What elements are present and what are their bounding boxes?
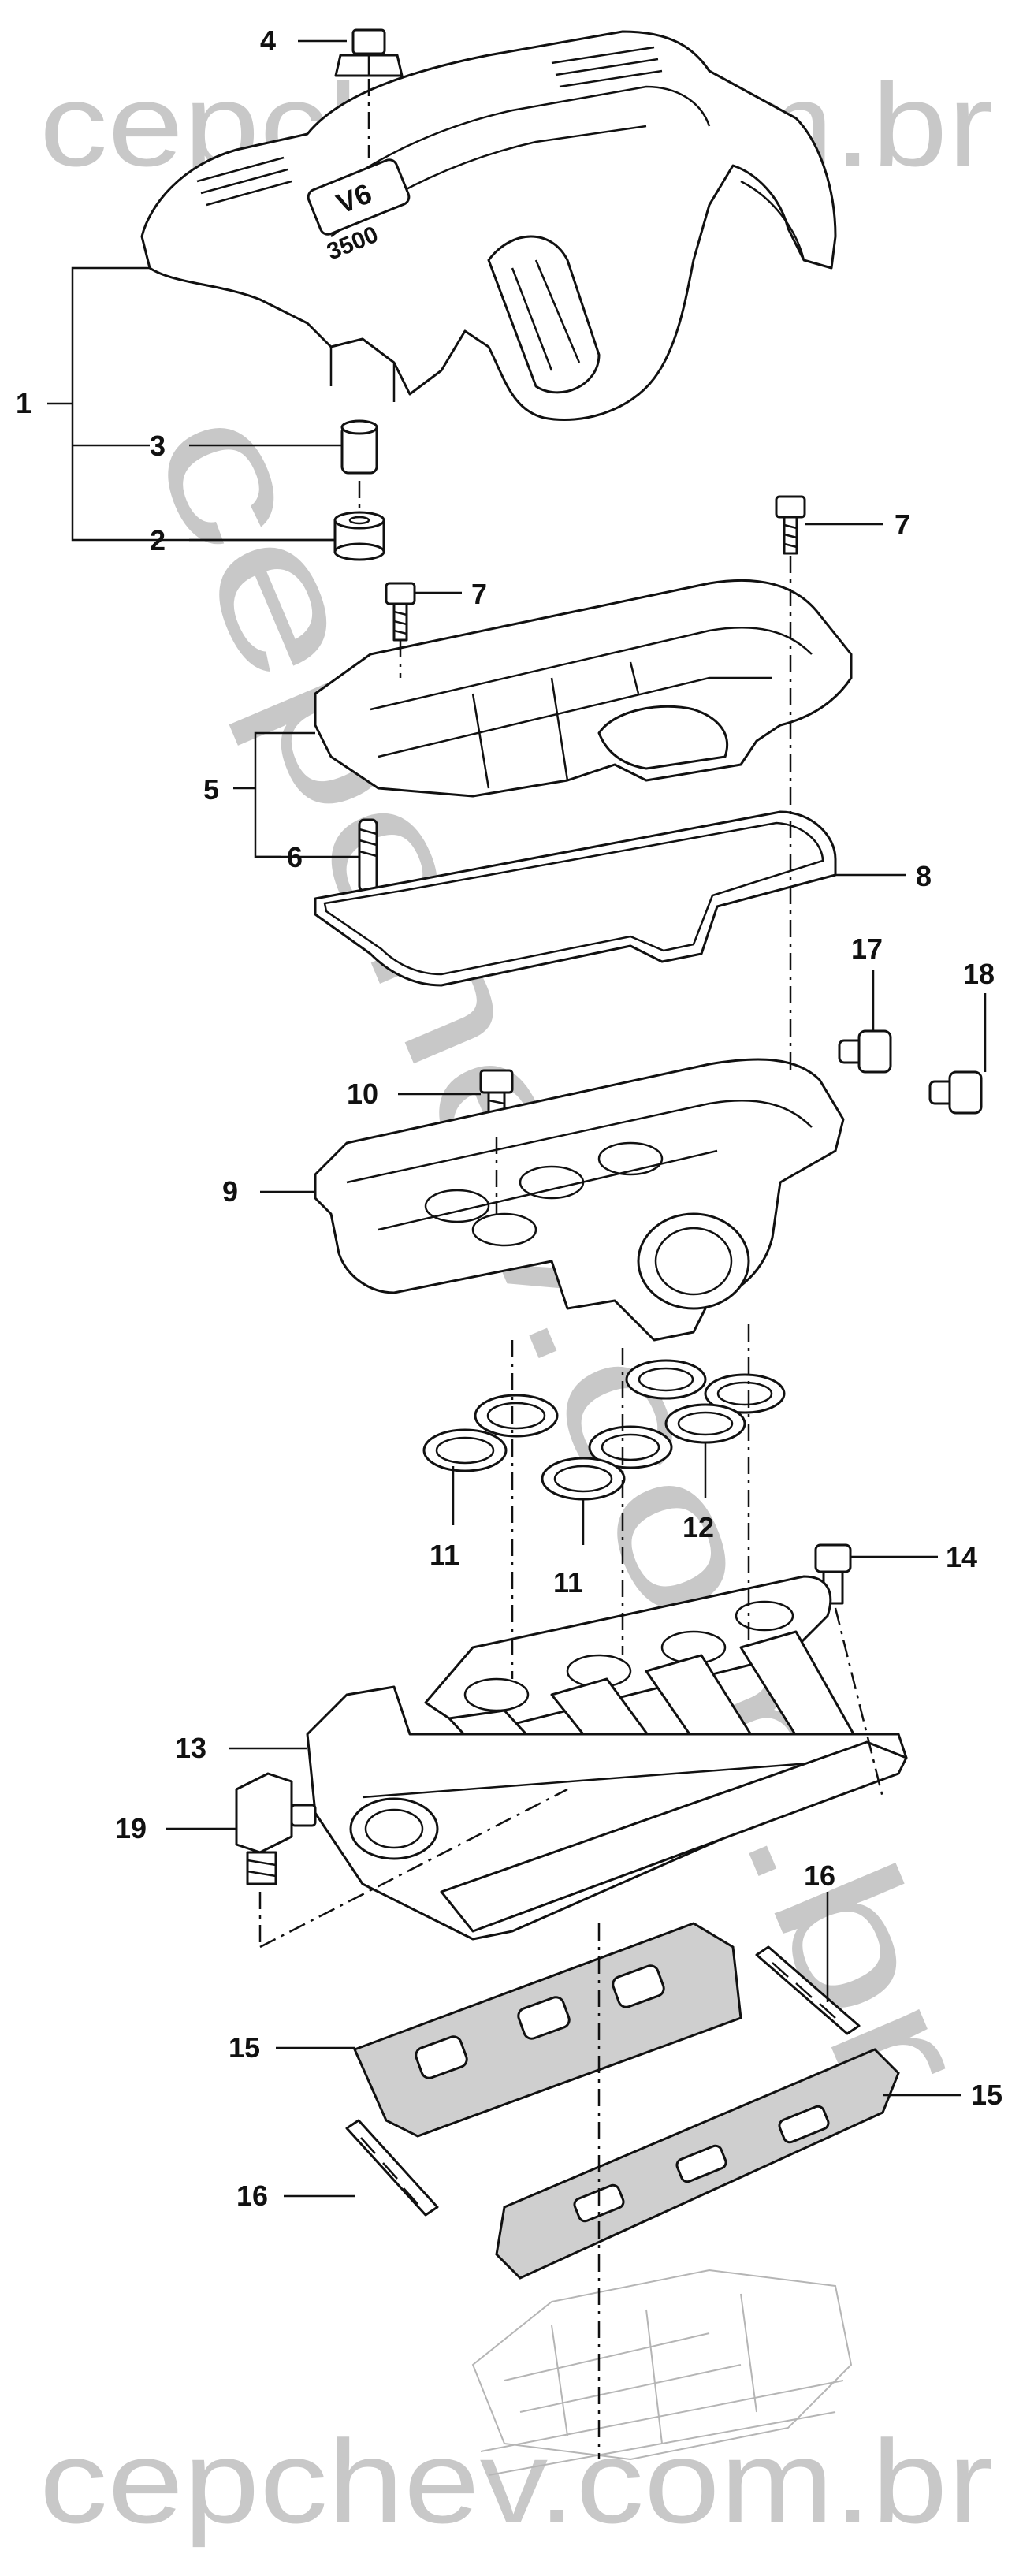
callout-10: 10 [347, 1078, 378, 1110]
callout-7b: 7 [895, 508, 910, 541]
o-ring-set-left [422, 1394, 559, 1472]
callout-12: 12 [683, 1511, 714, 1543]
part-6-stud [358, 818, 378, 892]
callout-19: 19 [115, 1812, 147, 1845]
part-18-bolt [928, 1070, 983, 1115]
o-ring-set-middle [541, 1425, 673, 1501]
callout-4: 4 [260, 24, 276, 57]
callout-15b: 15 [971, 2079, 1002, 2111]
leader-lines [47, 39, 987, 2198]
part-7-bolt-left [385, 582, 416, 642]
part-7-bolt-right [775, 495, 806, 555]
part-8-gasket [314, 810, 837, 987]
watermark-bottom: cepchev.com.br [39, 2415, 993, 2548]
part-19-fitting [235, 1772, 317, 1885]
callout-15a: 15 [229, 2031, 260, 2064]
callout-3: 3 [150, 430, 166, 462]
engine-cover: V6 3500 [140, 30, 837, 422]
part-15-gasket-right [495, 2048, 900, 2280]
part-17-bolt [838, 1029, 892, 1074]
callout-1: 1 [16, 387, 32, 419]
callout-7a: 7 [471, 578, 487, 610]
part-4-nut [334, 28, 404, 77]
callout-16b: 16 [236, 2180, 268, 2212]
part-2-grommet [333, 511, 385, 561]
callout-8: 8 [916, 860, 932, 892]
callout-16a: 16 [804, 1859, 835, 1892]
o-ring-set-right [625, 1359, 786, 1444]
callout-17: 17 [851, 932, 883, 965]
callout-11a: 11 [430, 1539, 459, 1571]
alignment-lines [258, 79, 884, 2459]
callout-18: 18 [963, 958, 995, 990]
callout-6: 6 [287, 841, 303, 873]
callout-labels: 4 1 3 2 7 7 5 6 8 17 18 10 9 11 11 12 14… [16, 24, 1002, 2212]
callout-5: 5 [203, 773, 219, 806]
callout-14: 14 [946, 1541, 977, 1573]
intake-manifold [306, 1575, 908, 1941]
callout-9: 9 [222, 1175, 238, 1208]
engine-block-outline [471, 2269, 853, 2476]
part-15-gasket-left [352, 1922, 742, 2138]
callout-2: 2 [150, 524, 166, 557]
callout-13: 13 [175, 1732, 206, 1764]
part-16-strip-lower [345, 2119, 439, 2217]
callout-11b: 11 [553, 1566, 583, 1599]
lower-plenum [314, 1058, 845, 1342]
plenum-upper-cover [314, 579, 853, 798]
part-16-strip-upper [755, 1945, 861, 2035]
part-3-sleeve [340, 419, 378, 475]
